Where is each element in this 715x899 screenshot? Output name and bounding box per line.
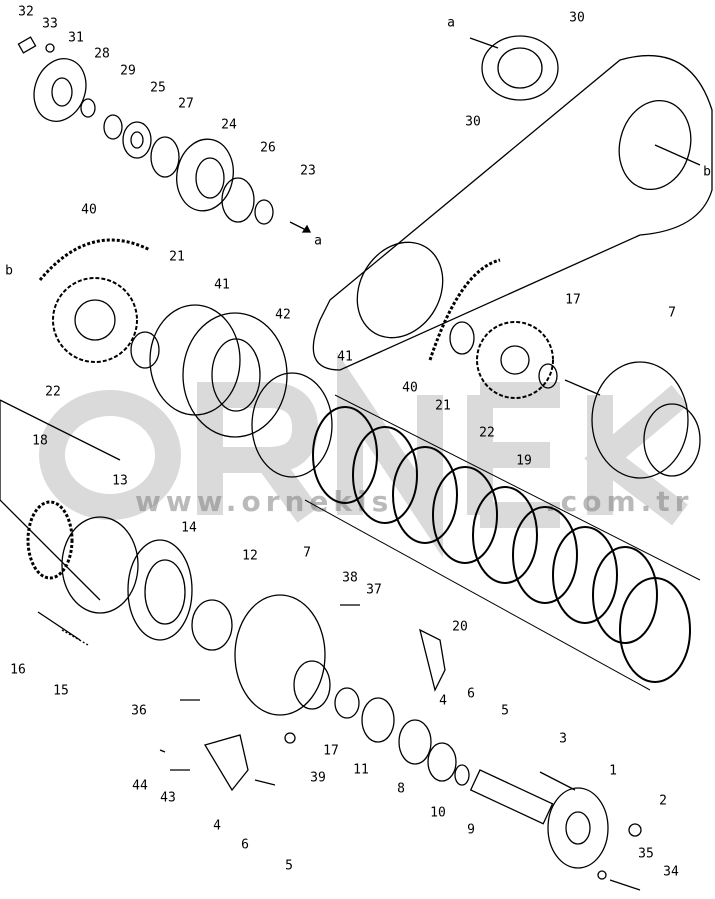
callout-34: 34 (663, 864, 679, 880)
callout-26: 26 (260, 140, 276, 156)
callout-1: 1 (609, 763, 617, 779)
callout-2: 2 (659, 793, 667, 809)
callout-21: 21 (169, 249, 185, 265)
watermark-url-start: www.ornekis (135, 485, 394, 518)
callout-4: 4 (439, 693, 447, 709)
callout-6: 6 (241, 837, 249, 853)
callout-11: 11 (353, 762, 369, 778)
chain-coupling (469, 35, 559, 101)
callout-8: 8 (397, 781, 405, 797)
callout-27: 27 (178, 96, 194, 112)
sprocket-chain-right (428, 258, 701, 479)
callout-20: 20 (452, 619, 468, 635)
clutch-disc-pack (304, 394, 701, 691)
callout-30: 30 (465, 114, 481, 130)
callout-5: 5 (285, 858, 293, 874)
callout-41: 41 (337, 349, 353, 365)
callout-35: 35 (638, 846, 654, 862)
callout-42: 42 (275, 307, 291, 323)
callout-5: 5 (501, 703, 509, 719)
callout-39: 39 (310, 770, 326, 786)
callout-22: 22 (45, 384, 61, 400)
case-housing (312, 54, 713, 371)
cover-assembly (17, 36, 312, 233)
callout-13: 13 (112, 473, 128, 489)
callout-19: 19 (516, 453, 532, 469)
sprocket-chain-left (38, 238, 333, 478)
callout-37: 37 (366, 582, 382, 598)
callout-33: 33 (42, 16, 58, 32)
callout-28: 28 (94, 46, 110, 62)
callout-18: 18 (32, 433, 48, 449)
callout-25: 25 (150, 80, 166, 96)
callout-16: 16 (10, 662, 26, 678)
callout-22: 22 (479, 425, 495, 441)
gear-piston (0, 399, 233, 651)
output-shaft (469, 769, 642, 891)
callout-40: 40 (402, 380, 418, 396)
callout-29: 29 (120, 63, 136, 79)
callout-9: 9 (467, 822, 475, 838)
callout-14: 14 (181, 520, 197, 536)
callout-40: 40 (81, 202, 97, 218)
callout-44: 44 (132, 778, 148, 794)
callout-43: 43 (160, 790, 176, 806)
callout-4: 4 (213, 818, 221, 834)
callout-3: 3 (559, 731, 567, 747)
callout-7: 7 (303, 545, 311, 561)
callout-38: 38 (342, 570, 358, 586)
callout-17: 17 (565, 292, 581, 308)
callout-b: b (703, 164, 711, 180)
callout-32: 32 (18, 4, 34, 20)
callout-30: 30 (569, 10, 585, 26)
callout-23: 23 (300, 163, 316, 179)
callout-21: 21 (435, 398, 451, 414)
callout-36: 36 (131, 703, 147, 719)
callout-6: 6 (467, 686, 475, 702)
callout-a: a (447, 15, 455, 31)
callout-12: 12 (242, 548, 258, 564)
callout-10: 10 (430, 805, 446, 821)
watermark-url-end: .com.tr (545, 485, 694, 518)
callout-31: 31 (68, 30, 84, 46)
callout-7: 7 (668, 305, 676, 321)
callout-17: 17 (323, 743, 339, 759)
callout-24: 24 (221, 117, 237, 133)
callout-a: a (314, 233, 322, 249)
clutch-housing (180, 594, 470, 792)
callout-41: 41 (214, 277, 230, 293)
callout-b: b (5, 263, 13, 279)
callout-15: 15 (53, 683, 69, 699)
